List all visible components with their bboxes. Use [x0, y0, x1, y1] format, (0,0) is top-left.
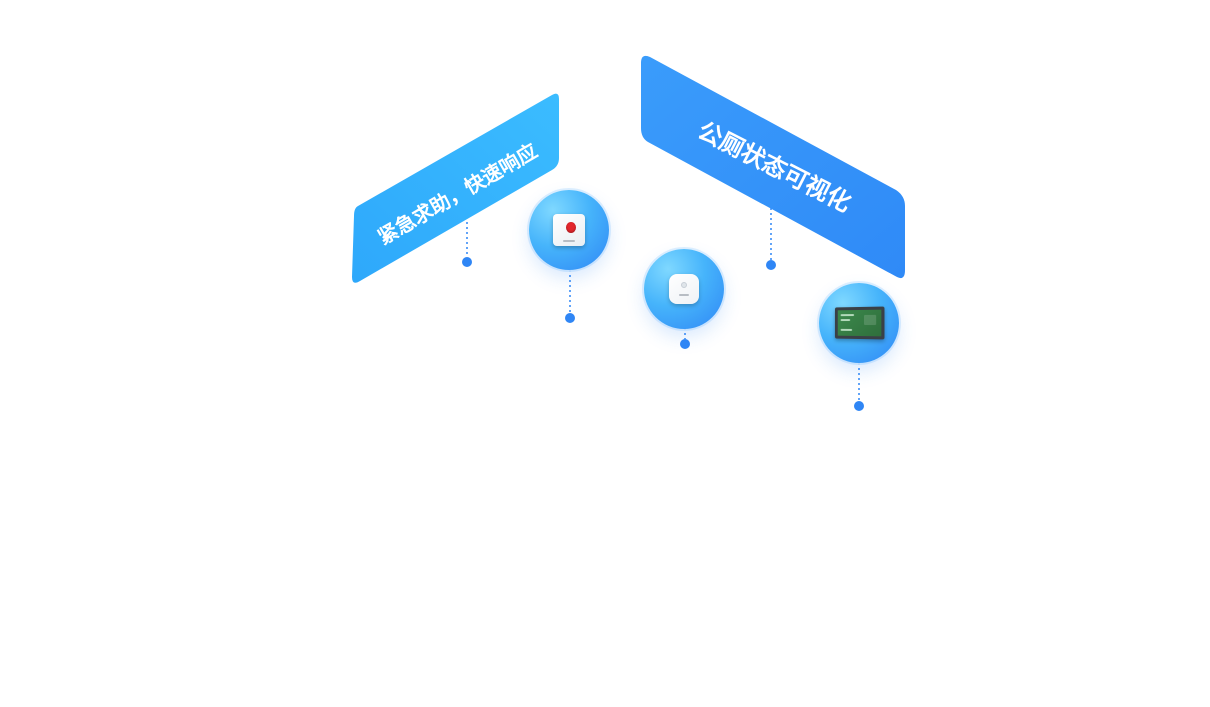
red-button-dot — [566, 222, 576, 233]
banner-right-shape — [641, 55, 905, 279]
screen-line — [840, 314, 855, 317]
occupancy-sensor-icon — [669, 274, 699, 304]
screen-block — [863, 314, 877, 326]
brand-mark — [679, 294, 689, 296]
device-occupancy-sensor — [644, 249, 724, 329]
device-display-screen — [819, 283, 899, 363]
connector-device-1-dot — [565, 313, 575, 323]
banner-left-shape — [352, 93, 559, 283]
screen-line — [840, 319, 851, 322]
connector-right-banner-dot — [766, 260, 776, 270]
info-display-screen-icon — [834, 306, 885, 340]
sensor-lens — [681, 282, 687, 288]
connector-device-3-dot — [854, 401, 864, 411]
connector-device-2-dot — [680, 339, 690, 349]
emergency-call-button-icon — [553, 214, 585, 246]
device-emergency-button — [529, 190, 609, 270]
connector-left-banner-dot — [462, 257, 472, 267]
brand-mark — [563, 240, 575, 242]
screen-line — [840, 328, 853, 331]
